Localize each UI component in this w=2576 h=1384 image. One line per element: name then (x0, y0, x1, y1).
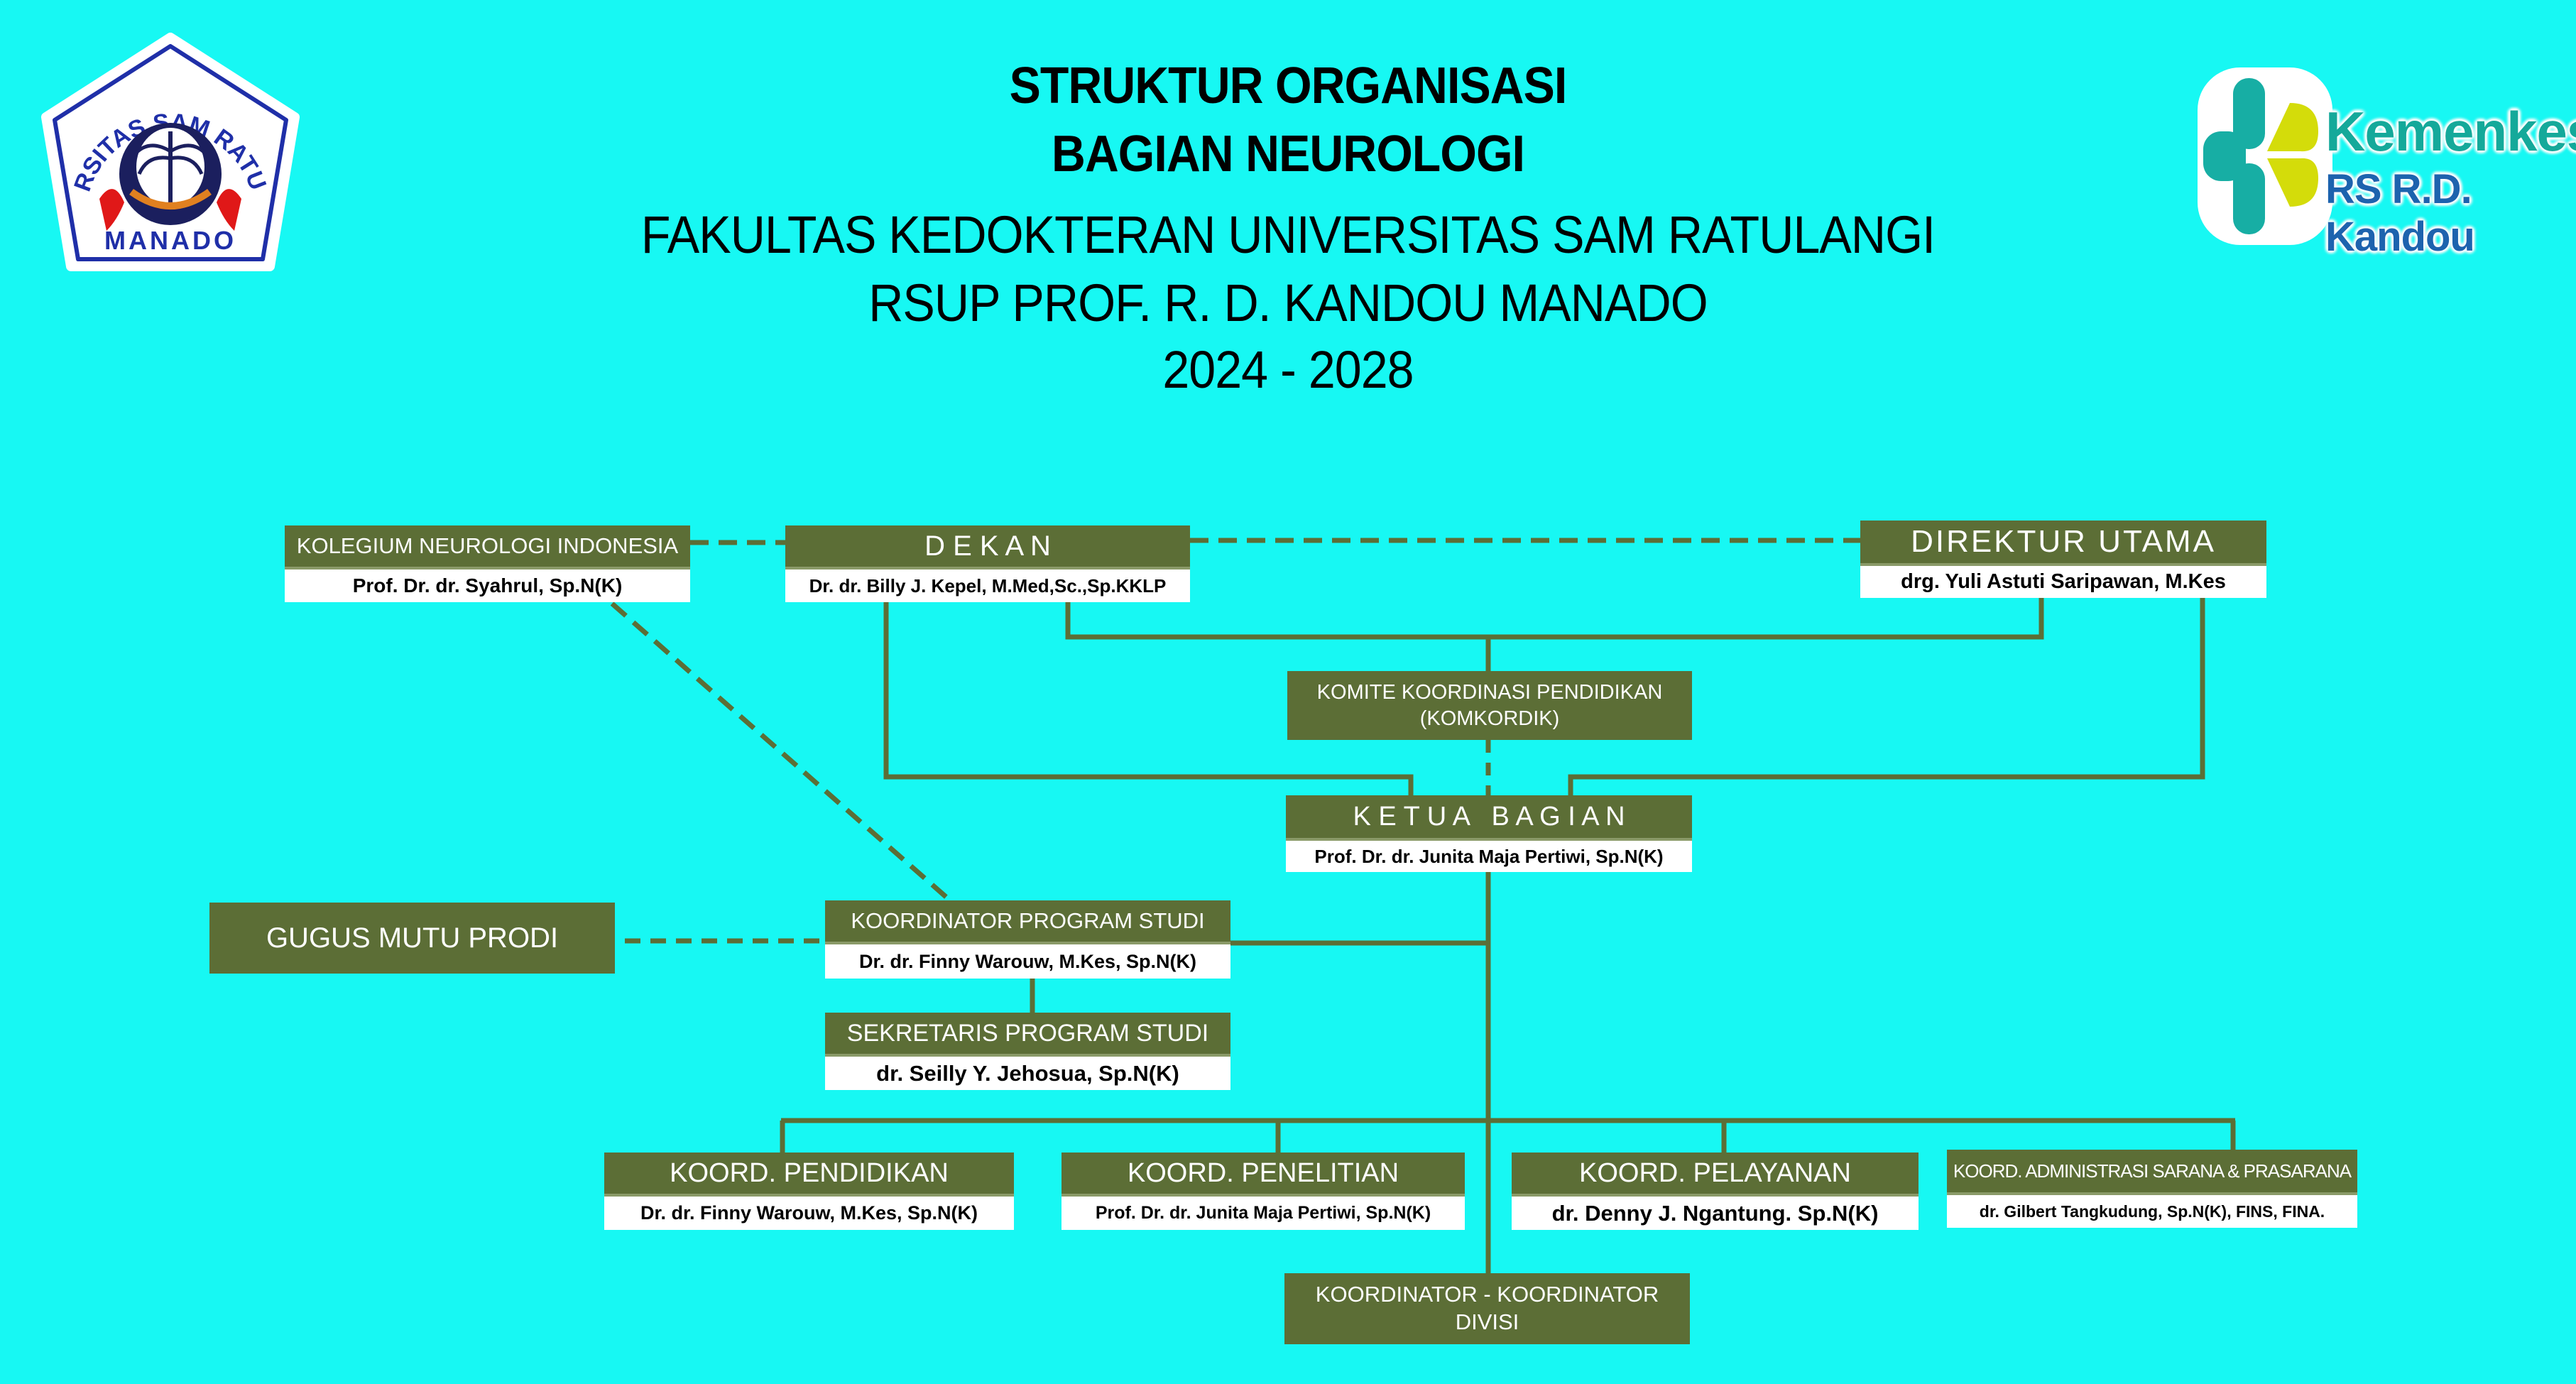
ketua-title: K E T U A B A G I A N (1286, 795, 1692, 841)
logo-bottom-text: MANADO (104, 226, 236, 255)
koord-administrasi-title: KOORD. ADMINISTRASI SARANA & PRASARANA (1947, 1150, 2357, 1195)
dekan-box: D E K A N Dr. dr. Billy J. Kepel, M.Med,… (785, 525, 1190, 602)
direktur-title: DIREKTUR UTAMA (1860, 521, 2266, 566)
koord-penelitian-box: KOORD. PENELITIAN Prof. Dr. dr. Junita M… (1061, 1153, 1465, 1230)
koord-penelitian-name: Prof. Dr. dr. Junita Maja Pertiwi, Sp.N(… (1061, 1197, 1465, 1230)
koord-prodi-title: KOORDINATOR PROGRAM STUDI (825, 900, 1230, 944)
koordinator-divisi-title-line2: DIVISI (1455, 1309, 1519, 1334)
koord-prodi-name: Dr. dr. Finny Warouw, M.Kes, Sp.N(K) (825, 944, 1230, 979)
koordinator-divisi-title-line1: KOORDINATOR - KOORDINATOR (1315, 1282, 1659, 1307)
gugus-mutu-title: GUGUS MUTU PRODI (266, 922, 559, 954)
dashed-connector-kolegium-prodi (610, 601, 952, 903)
koordinator-divisi-box: KOORDINATOR - KOORDINATOR DIVISI (1284, 1273, 1690, 1344)
koord-administrasi-box: KOORD. ADMINISTRASI SARANA & PRASARANA d… (1947, 1150, 2357, 1228)
koord-pendidikan-title: KOORD. PENDIDIKAN (604, 1153, 1014, 1197)
dekan-title: D E K A N (785, 525, 1190, 570)
koord-pelayanan-box: KOORD. PELAYANAN dr. Denny J. Ngantung. … (1512, 1153, 1919, 1230)
koord-penelitian-title: KOORD. PENELITIAN (1061, 1153, 1465, 1197)
kemenkes-logo-mark (2198, 67, 2332, 245)
ketua-name: Prof. Dr. dr. Junita Maja Pertiwi, Sp.N(… (1286, 841, 1692, 872)
chart-title: STRUKTUR ORGANISASI (1009, 58, 1568, 114)
direktur-box: DIREKTUR UTAMA drg. Yuli Astuti Saripawa… (1860, 521, 2266, 598)
komite-title-line1: KOMITE KOORDINASI PENDIDIKAN (1316, 681, 1663, 704)
gugus-mutu-box: GUGUS MUTU PRODI (209, 903, 615, 974)
koord-pelayanan-name: dr. Denny J. Ngantung. Sp.N(K) (1512, 1197, 1919, 1230)
faculty-name: FAKULTAS KEDOKTERAN UNIVERSITAS SAM RATU… (640, 205, 1936, 264)
koord-pendidikan-box: KOORD. PENDIDIKAN Dr. dr. Finny Warouw, … (604, 1153, 1014, 1230)
koord-pelayanan-title: KOORD. PELAYANAN (1512, 1153, 1919, 1197)
unsrat-logo: UNIVERSITAS SAM RATULANGI MANADO (39, 32, 300, 271)
sekretaris-title: SEKRETARIS PROGRAM STUDI (825, 1013, 1230, 1057)
connector-direktur-to-ketua (1568, 598, 2205, 795)
koord-administrasi-name: dr. Gilbert Tangkudung, Sp.N(K), FINS, F… (1947, 1195, 2357, 1228)
sekretaris-box: SEKRETARIS PROGRAM STUDI dr. Seilly Y. J… (825, 1013, 1230, 1090)
chart-subtitle-department: BAGIAN NEUROLOGI (1051, 126, 1525, 182)
period: 2024 - 2028 (1162, 340, 1414, 399)
koord-prodi-box: KOORDINATOR PROGRAM STUDI Dr. dr. Finny … (825, 900, 1230, 979)
komite-box: KOMITE KOORDINASI PENDIDIKAN (KOMKORDIK) (1287, 671, 1692, 740)
ketua-box: K E T U A B A G I A N Prof. Dr. dr. Juni… (1286, 795, 1692, 872)
komite-title-line2: (KOMKORDIK) (1419, 707, 1560, 730)
connector-dekan-to-ketua (883, 602, 1414, 795)
connector-dekan-direktur-to-komite (1065, 598, 2044, 640)
dekan-name: Dr. dr. Billy J. Kepel, M.Med,Sc.,Sp.KKL… (785, 570, 1190, 602)
kemenkes-logo-text: Kemenkes (2325, 100, 2576, 163)
sekretaris-name: dr. Seilly Y. Jehosua, Sp.N(K) (825, 1057, 1230, 1090)
kolegium-box: KOLEGIUM NEUROLOGI INDONESIA Prof. Dr. d… (285, 525, 690, 602)
kandou-logo-text: RS R.D. Kandou (2325, 166, 2475, 260)
hospital-name: RSUP PROF. R. D. KANDOU MANADO (868, 273, 1708, 332)
kolegium-name: Prof. Dr. dr. Syahrul, Sp.N(K) (285, 570, 690, 602)
kolegium-title: KOLEGIUM NEUROLOGI INDONESIA (285, 525, 690, 570)
direktur-name: drg. Yuli Astuti Saripawan, M.Kes (1860, 566, 2266, 598)
koord-pendidikan-name: Dr. dr. Finny Warouw, M.Kes, Sp.N(K) (604, 1197, 1014, 1230)
